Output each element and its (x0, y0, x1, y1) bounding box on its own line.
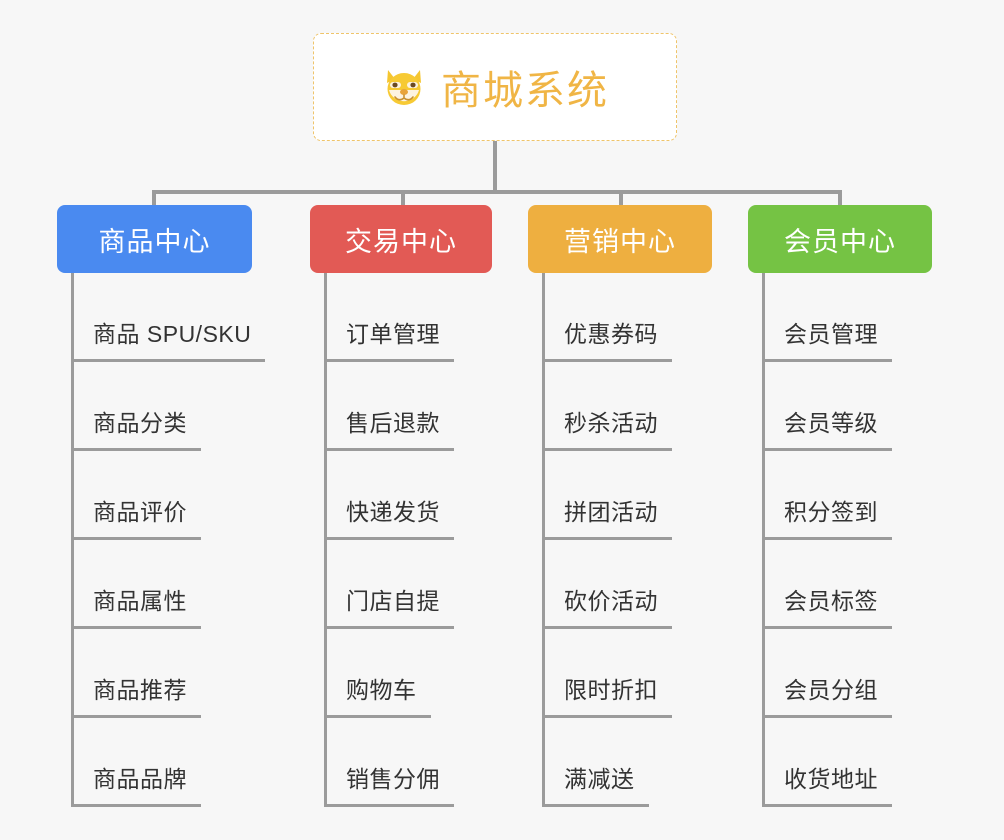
list-item-label: 商品分类 (93, 410, 187, 436)
list-item[interactable]: 商品推荐 (73, 629, 307, 718)
branch-spine (324, 273, 327, 807)
list-item[interactable]: 优惠券码 (544, 273, 728, 362)
branch-spine (762, 273, 765, 807)
list-item-label: 快递发货 (346, 499, 440, 525)
list-item-label: 商品品牌 (93, 766, 187, 792)
list-item-label: 优惠券码 (564, 321, 658, 347)
connector-horizontal-bus (152, 190, 840, 194)
list-item[interactable]: 商品评价 (73, 451, 307, 540)
list-item[interactable]: 购物车 (326, 629, 510, 718)
list-item-label: 收货地址 (784, 766, 878, 792)
list-item[interactable]: 拼团活动 (544, 451, 728, 540)
list-item-label: 限时折扣 (564, 677, 658, 703)
list-item[interactable]: 积分签到 (764, 451, 948, 540)
list-item[interactable]: 秒杀活动 (544, 362, 728, 451)
branch-items-marketing-center: 优惠券码 秒杀活动 拼团活动 砍价活动 限时折扣 满减送 (528, 273, 728, 807)
branch-marketing-center: 营销中心 优惠券码 秒杀活动 拼团活动 砍价活动 限时折扣 满减送 (528, 205, 728, 807)
connector-drop-2 (401, 190, 405, 207)
list-item-label: 商品评价 (93, 499, 187, 525)
list-item-label: 会员分组 (784, 677, 878, 703)
list-item-label: 订单管理 (346, 321, 440, 347)
list-item-label: 商品属性 (93, 588, 187, 614)
branch-items-product-center: 商品 SPU/SKU 商品分类 商品评价 商品属性 商品推荐 商品品牌 (57, 273, 307, 807)
list-item-label: 会员标签 (784, 588, 878, 614)
root-node[interactable]: 商城系统 (313, 33, 677, 141)
branch-header-product-center[interactable]: 商品中心 (57, 205, 252, 273)
list-item[interactable]: 商品 SPU/SKU (73, 273, 307, 362)
list-item[interactable]: 会员管理 (764, 273, 948, 362)
branch-header-member-center[interactable]: 会员中心 (748, 205, 932, 273)
root-title: 商城系统 (441, 69, 609, 113)
list-item[interactable]: 会员标签 (764, 540, 948, 629)
list-item[interactable]: 订单管理 (326, 273, 510, 362)
list-item-label: 满减送 (564, 766, 635, 792)
branch-header-marketing-center[interactable]: 营销中心 (528, 205, 712, 273)
branch-spine (71, 273, 74, 807)
connector-drop-3 (619, 190, 623, 207)
list-item[interactable]: 收货地址 (764, 718, 948, 807)
list-item[interactable]: 商品品牌 (73, 718, 307, 807)
list-item[interactable]: 商品分类 (73, 362, 307, 451)
branch-items-trade-center: 订单管理 售后退款 快递发货 门店自提 购物车 销售分佣 (310, 273, 510, 807)
branch-header-label: 交易中心 (345, 226, 457, 257)
list-item-label: 商品 SPU/SKU (93, 321, 252, 347)
list-item-label: 秒杀活动 (564, 410, 658, 436)
connector-root-stem (493, 141, 497, 193)
list-item[interactable]: 砍价活动 (544, 540, 728, 629)
list-item-label: 门店自提 (346, 588, 440, 614)
list-item[interactable]: 限时折扣 (544, 629, 728, 718)
connector-drop-1 (152, 190, 156, 207)
list-item-label: 销售分佣 (346, 766, 440, 792)
branch-header-label: 营销中心 (564, 226, 676, 257)
list-item[interactable]: 商品属性 (73, 540, 307, 629)
list-item[interactable]: 会员等级 (764, 362, 948, 451)
connector-drop-4 (838, 190, 842, 207)
branch-items-member-center: 会员管理 会员等级 积分签到 会员标签 会员分组 收货地址 (748, 273, 948, 807)
list-item-label: 售后退款 (346, 410, 440, 436)
list-item-label: 砍价活动 (564, 588, 658, 614)
list-item[interactable]: 销售分佣 (326, 718, 510, 807)
list-item-label: 会员等级 (784, 410, 878, 436)
dog-face-icon (381, 64, 427, 110)
list-item[interactable]: 门店自提 (326, 540, 510, 629)
list-item-label: 积分签到 (784, 499, 878, 525)
list-item-label: 商品推荐 (93, 677, 187, 703)
branch-member-center: 会员中心 会员管理 会员等级 积分签到 会员标签 会员分组 收货地址 (748, 205, 948, 807)
list-item-label: 会员管理 (784, 321, 878, 347)
branch-trade-center: 交易中心 订单管理 售后退款 快递发货 门店自提 购物车 销售分佣 (310, 205, 510, 807)
list-item-label: 拼团活动 (564, 499, 658, 525)
list-item[interactable]: 满减送 (544, 718, 728, 807)
branch-header-label: 会员中心 (784, 226, 896, 257)
list-item[interactable]: 售后退款 (326, 362, 510, 451)
list-item[interactable]: 会员分组 (764, 629, 948, 718)
list-item-label: 购物车 (346, 677, 417, 703)
branch-header-label: 商品中心 (98, 226, 211, 257)
branch-product-center: 商品中心 商品 SPU/SKU 商品分类 商品评价 商品属性 商品推荐 商品品牌 (57, 205, 307, 807)
branch-header-trade-center[interactable]: 交易中心 (310, 205, 492, 273)
branch-spine (542, 273, 545, 807)
list-item[interactable]: 快递发货 (326, 451, 510, 540)
